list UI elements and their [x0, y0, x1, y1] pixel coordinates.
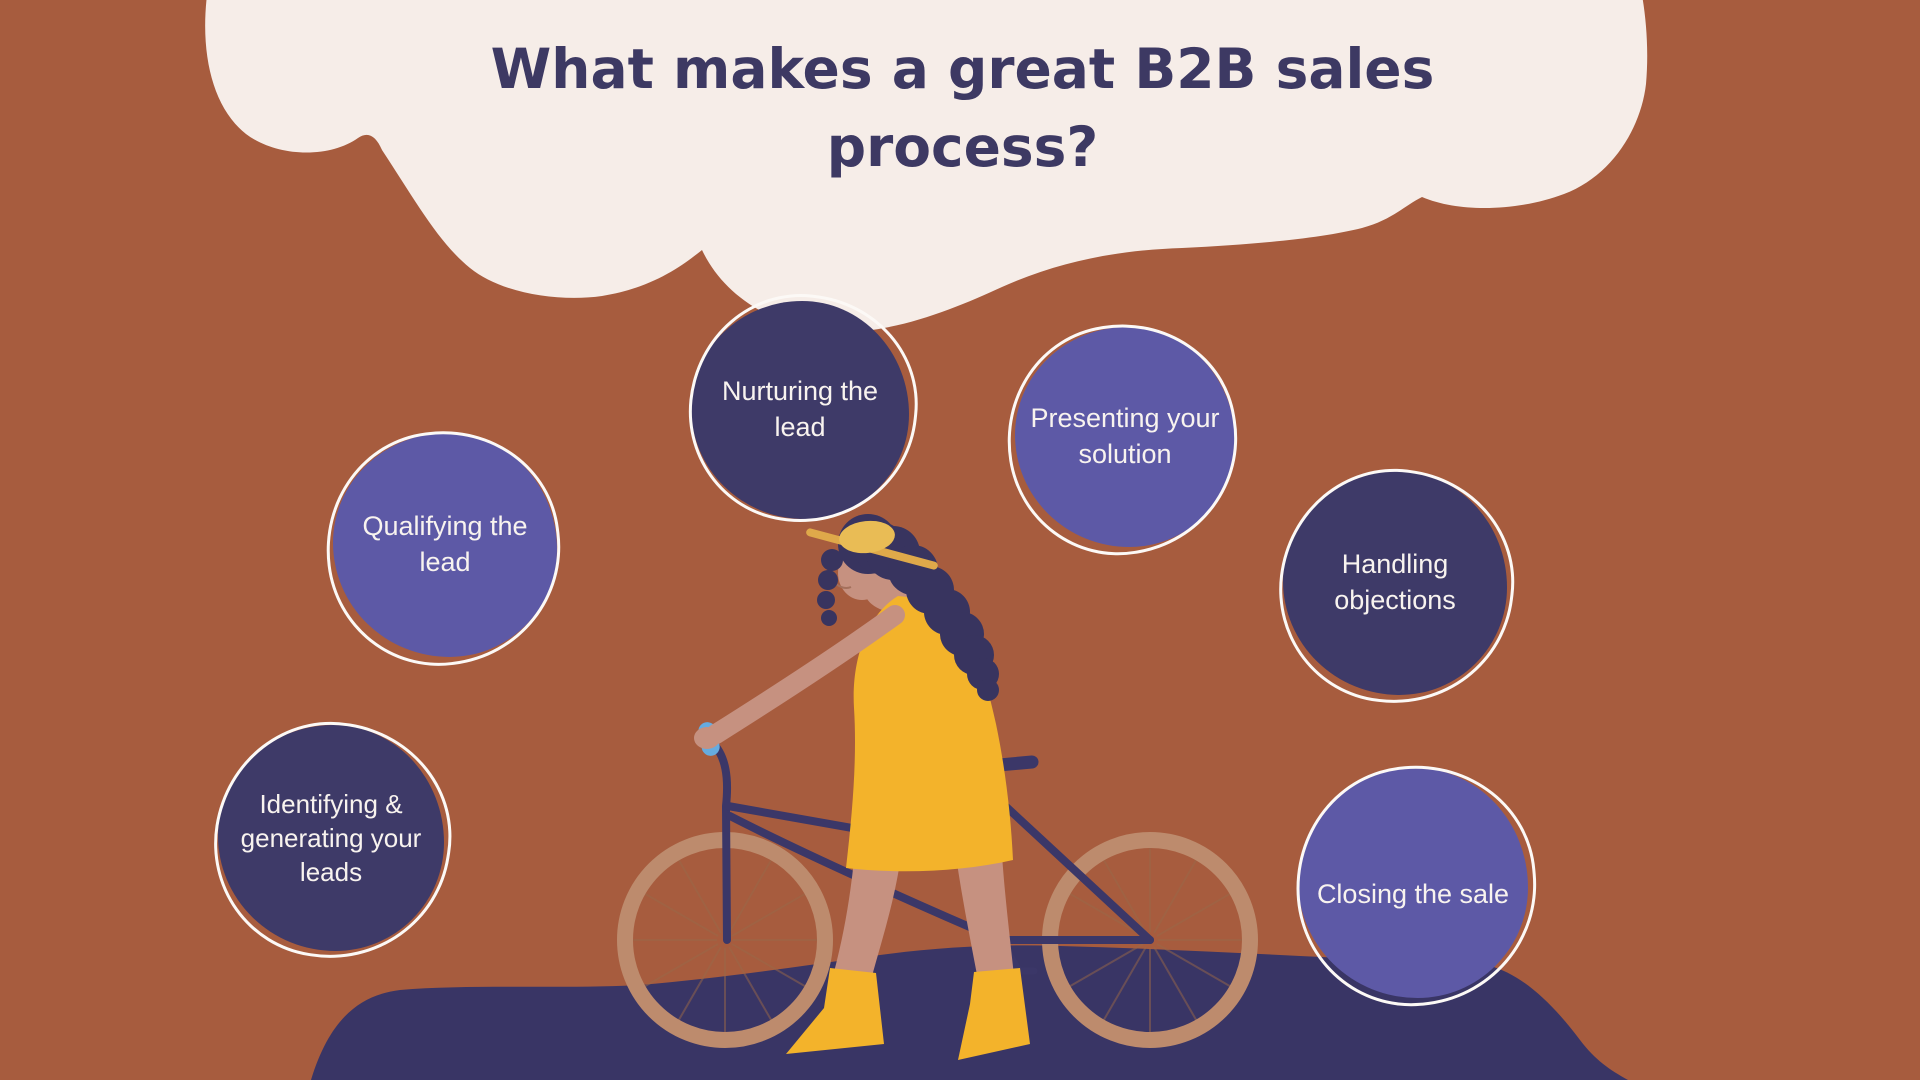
front-leg [834, 860, 900, 976]
sun-hat [806, 520, 938, 570]
bubble-label: Nurturing the lead [721, 376, 879, 442]
back-boot [958, 968, 1030, 1060]
page-title: What makes a great B2B sales process? [360, 30, 1565, 186]
back-leg [956, 855, 1014, 980]
cloud-shape [205, 0, 1648, 332]
bubble-closing-sale: Closing the sale [1286, 755, 1547, 1016]
bubble-label: Presenting your solution [1030, 403, 1220, 469]
bubble-identifying-leads: Identifying & generating your leads [197, 705, 468, 976]
front-arm [706, 605, 905, 744]
mouth-line [835, 583, 852, 589]
bubble-nurturing-lead: Nurturing the lead [677, 283, 929, 534]
bubble-qualifying-lead: Qualifying the lead [312, 417, 574, 679]
bubble-presenting-solution: Presenting your solution [990, 307, 1254, 572]
bubble-label: Closing the sale [1316, 879, 1510, 910]
front-boot [786, 968, 884, 1054]
front-hand [694, 727, 720, 749]
bubble-label: Handling objections [1334, 549, 1456, 615]
hat-crown [839, 520, 895, 554]
bubble-label: Qualifying the lead [362, 511, 528, 577]
title-line-2: process? [826, 115, 1099, 179]
title-line-1: What makes a great B2B sales [490, 37, 1435, 101]
bubble-label: Identifying & generating your leads [240, 788, 422, 888]
bubble-handling-objections: Handling objections [1266, 455, 1528, 717]
